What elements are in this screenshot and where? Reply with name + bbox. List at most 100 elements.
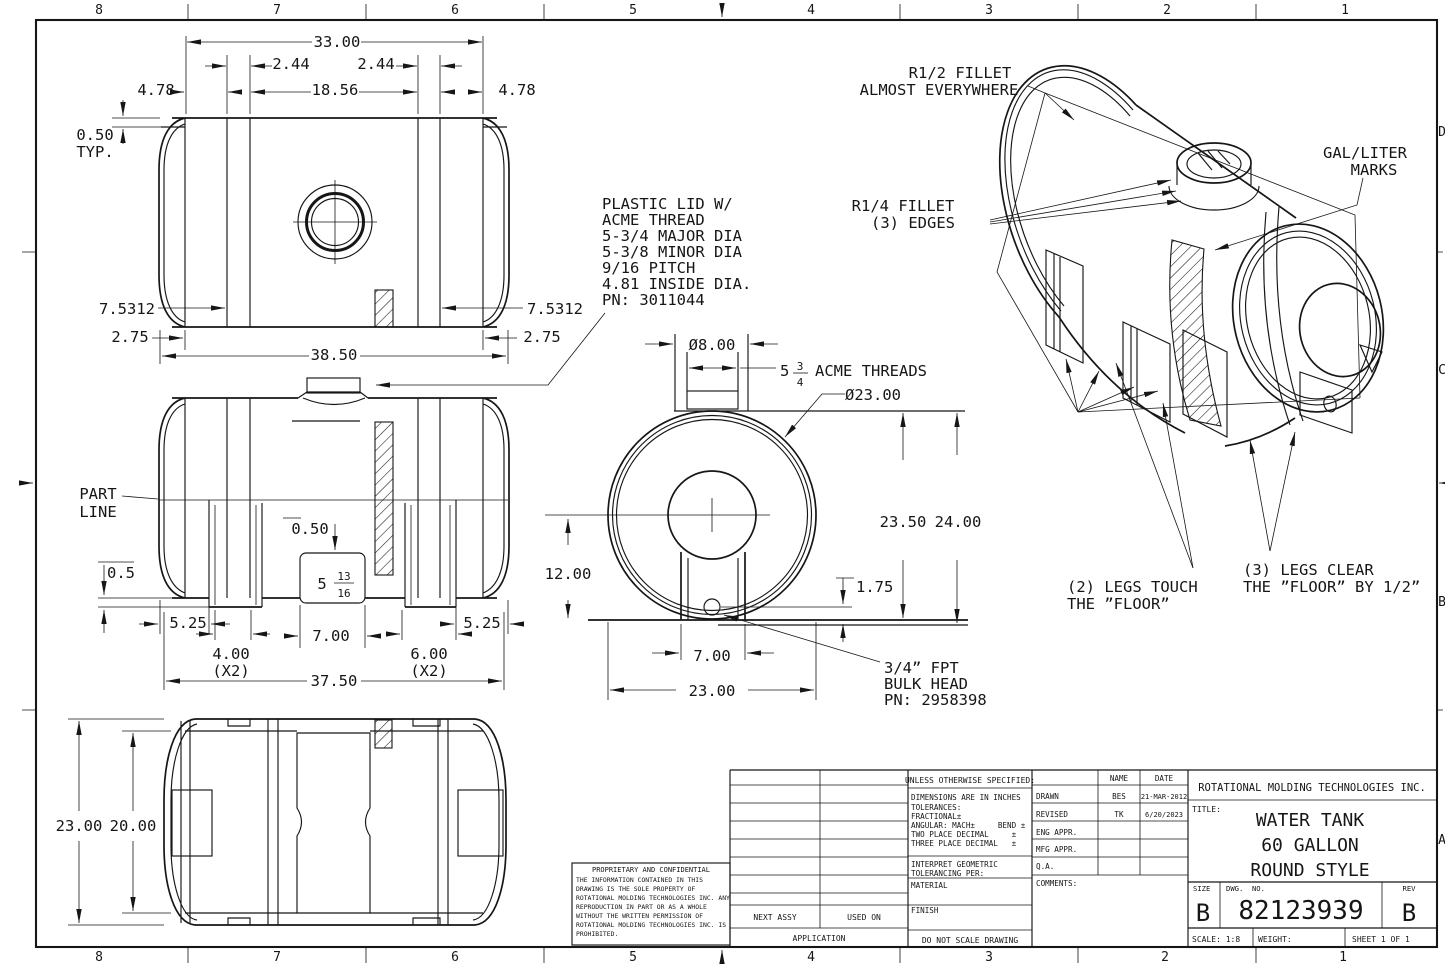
sheet-value: SHEET 1 OF 1 <box>1352 935 1410 944</box>
dim-4-78-left: 4.78 <box>137 81 174 99</box>
material-label: MATERIAL <box>911 881 948 890</box>
gal-liter-line-2: MARKS <box>1351 161 1398 179</box>
dim-acme-den: 4 <box>797 376 804 389</box>
zone-right-c: C <box>1438 363 1445 378</box>
plan-hatch <box>374 719 393 749</box>
zone-top-7: 7 <box>273 3 281 18</box>
dim-0-50: 0.50 <box>76 126 113 144</box>
dim-5-13-16-whole: 5 <box>317 575 326 593</box>
dim-7-00: 7.00 <box>693 647 730 665</box>
dim-6-00: 6.00 <box>410 645 447 663</box>
zone-bot-3: 3 <box>985 950 993 965</box>
title-block: UNLESS OTHERWISE SPECIFIED: DIMENSIONS A… <box>729 769 1437 947</box>
legs-touch-line-1: (2) LEGS TOUCH <box>1067 578 1198 596</box>
right-leg-pad <box>457 789 504 857</box>
title-line-3: ROUND STYLE <box>1250 860 1369 881</box>
mfg-appr-label: MFG APPR. <box>1036 845 1077 854</box>
dim-1-75: 1.75 <box>856 578 893 596</box>
spec-two-place: TWO PLACE DECIMAL ± <box>911 830 1017 839</box>
proprietary-line-7: PROHIBITED. <box>576 930 618 938</box>
lid-note-line-2: ACME THREAD <box>602 211 705 229</box>
zone-top-8: 8 <box>95 3 103 18</box>
iso-annotations: R1/2 FILLET ALMOST EVERYWHERE R1/4 FILLE… <box>852 64 1421 613</box>
dim-23-50: 23.50 <box>880 513 927 531</box>
dim-7-5312-left: 7.5312 <box>99 300 155 318</box>
legs-clear-line-1: (3) LEGS CLEAR <box>1243 561 1374 579</box>
revised-date: 6/20/2023 <box>1145 811 1183 819</box>
title-line-2: 60 GALLON <box>1261 835 1359 856</box>
dim-dia-23: Ø23.00 <box>845 386 901 404</box>
spec-angular: ANGULAR: MACH± BEND ± <box>911 821 1026 830</box>
dim-7-5312-right: 7.5312 <box>527 300 583 318</box>
spec-dimensions: DIMENSIONS ARE IN INCHES <box>911 793 1021 802</box>
dim-2-75-right: 2.75 <box>523 328 560 346</box>
dim-0-50-typ: TYP. <box>76 143 113 161</box>
zone-top-5: 5 <box>629 3 637 18</box>
bulkhead-note-line-1: 3/4” FPT <box>884 659 959 677</box>
plan-view-dimensions: 23.00 20.00 <box>56 718 171 926</box>
size-label: SIZE <box>1193 884 1210 893</box>
zone-bot-8: 8 <box>95 950 103 965</box>
fillet-r14-line-2: (3) EDGES <box>871 214 955 232</box>
lid-note: PLASTIC LID W/ ACME THREAD 5-3/4 MAJOR D… <box>376 195 751 388</box>
title-line-1: WATER TANK <box>1256 810 1365 831</box>
dim-23-00: 23.00 <box>689 682 736 700</box>
dim-18-56: 18.56 <box>312 81 359 99</box>
unless-otherwise: UNLESS OTHERWISE SPECIFIED: <box>905 776 1035 785</box>
dim-4-00: 4.00 <box>212 645 249 663</box>
application-label: APPLICATION <box>793 934 846 943</box>
dim-33-00: 33.00 <box>314 33 361 51</box>
dim-4-78-right: 4.78 <box>498 81 535 99</box>
spec-fractional: FRACTIONAL± <box>911 812 962 821</box>
iso-manhole <box>1298 282 1382 378</box>
lid-note-line-5: 9/16 PITCH <box>602 259 695 277</box>
spec-tolerances: TOLERANCES: <box>911 803 961 812</box>
zone-right-b: B <box>1438 595 1445 610</box>
proprietary-title: PROPRIETARY AND CONFIDENTIAL <box>592 866 710 874</box>
dim-5-13-16-num: 13 <box>337 570 350 583</box>
center-leg-pad <box>296 732 371 914</box>
dim-2-44-left: 2.44 <box>272 55 309 73</box>
iso-view: R1/2 FILLET ALMOST EVERYWHERE R1/4 FILLE… <box>852 64 1421 613</box>
dim-acme-num: 3 <box>797 360 804 373</box>
iso-leaders <box>989 85 1364 569</box>
bulkhead-fitting <box>703 598 721 616</box>
scale-value: SCALE: 1:8 <box>1192 935 1240 944</box>
lid-note-line-7: PN: 3011044 <box>602 291 705 309</box>
dim-6-00-qty: (X2) <box>410 662 447 680</box>
gal-liter-line-1: GAL/LITER <box>1323 144 1408 162</box>
dim-5-25-right: 5.25 <box>463 614 500 632</box>
side-view-dimensions: PART LINE 0.50 0.5 5 13 16 5.25 4.00 (X2… <box>79 485 524 690</box>
dim-37-50: 37.50 <box>311 672 358 690</box>
proprietary-line-1: THE INFORMATION CONTAINED IN THIS <box>576 876 703 884</box>
dim-2-75-left: 2.75 <box>111 328 148 346</box>
bulkhead-note-line-2: BULK HEAD <box>884 675 968 693</box>
dim-20-00: 20.00 <box>110 817 157 835</box>
legs-clear-line-2: THE ”FLOOR” BY 1/2” <box>1243 578 1420 596</box>
lid-note-line-1: PLASTIC LID W/ <box>602 195 733 213</box>
side-view: PART LINE 0.50 0.5 5 13 16 5.25 4.00 (X2… <box>79 377 524 690</box>
center-leg-block <box>299 552 366 604</box>
drawn-label: DRAWN <box>1036 792 1059 801</box>
finish-label: FINISH <box>911 906 939 915</box>
revised-label: REVISED <box>1036 810 1068 819</box>
proprietary-line-4: REPRODUCTION IN PART OR AS A WHOLE <box>576 903 707 911</box>
proprietary-line-2: DRAWING IS THE SOLE PROPERTY OF <box>576 885 695 893</box>
qa-label: Q.A. <box>1036 862 1054 871</box>
revised-name: TK <box>1114 810 1124 819</box>
bulkhead-note: 3/4” FPT BULK HEAD PN: 2958398 <box>884 659 987 709</box>
drain-hatch <box>374 289 394 328</box>
comments-label: COMMENTS: <box>1036 879 1077 888</box>
fillet-r12-line-1: R1/2 FILLET <box>909 64 1012 82</box>
part-line-label-1: PART <box>79 485 116 503</box>
lid-note-line-3: 5-3/4 MAJOR DIA <box>602 227 743 245</box>
name-header: NAME <box>1110 774 1129 783</box>
lid-profile <box>686 390 739 410</box>
left-leg-pad <box>171 789 213 857</box>
lid-note-line-6: 4.81 INSIDE DIA. <box>602 275 751 293</box>
dim-dia-8: Ø8.00 <box>689 336 736 354</box>
company-name: ROTATIONAL MOLDING TECHNOLOGIES INC. <box>1198 782 1426 794</box>
do-not-scale: DO NOT SCALE DRAWING <box>922 936 1019 945</box>
gallon-marks-strip <box>374 421 394 576</box>
front-view: 33.00 2.44 2.44 4.78 18.56 4.78 0.50 TYP… <box>76 33 583 364</box>
